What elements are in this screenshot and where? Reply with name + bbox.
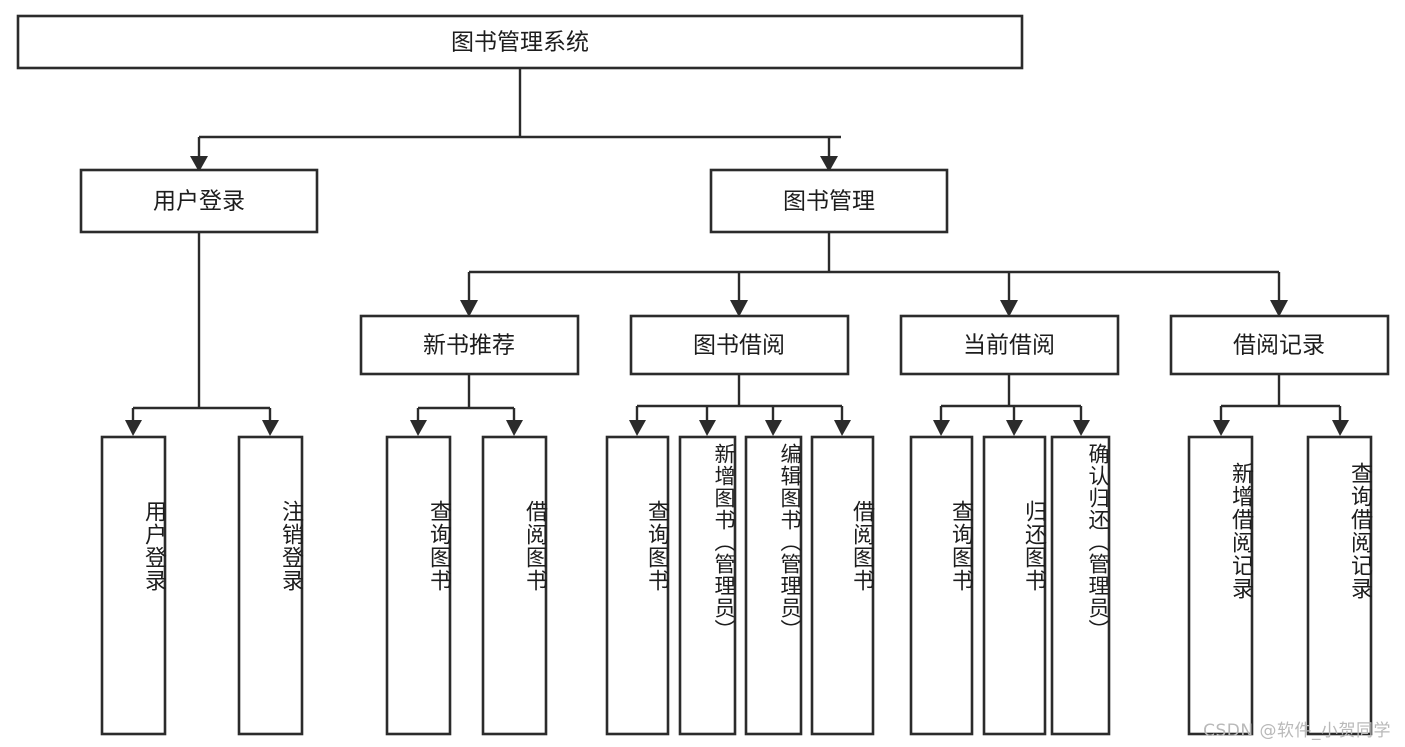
connectors-book-manage-to-level3 — [460, 232, 1288, 317]
arrowhead-new-book-rec — [460, 300, 478, 317]
arrowhead-leaf-cb-return-book — [1006, 420, 1023, 436]
arrowhead-user-login — [190, 156, 208, 172]
leaf-bb-query-book-box[interactable] — [605, 435, 670, 736]
node-new-book-rec[interactable]: 新书推荐 — [359, 314, 580, 376]
node-borrow-record-label: 借阅记录 — [1233, 333, 1325, 359]
leaf-logout-box[interactable] — [237, 435, 304, 736]
node-user-login-label: 用户登录 — [153, 189, 245, 215]
arrowhead-borrow-record — [1270, 300, 1288, 317]
arrowhead-current-borrow — [1000, 300, 1018, 317]
node-current-borrow[interactable]: 当前借阅 — [899, 314, 1120, 376]
connectors-user-login-to-leaves — [125, 232, 279, 436]
leaf-bb-borrow-book-box[interactable] — [810, 435, 875, 736]
arrowhead-leaf-bb-query-book — [629, 420, 646, 436]
arrowhead-leaf-bb-add-book — [699, 420, 716, 436]
leaf-cb-confirm-return-box[interactable] — [1050, 435, 1111, 736]
connectors-root-to-level2 — [190, 68, 841, 172]
leaf-bb-edit-book-box[interactable] — [744, 435, 803, 736]
arrowhead-leaf-user-login — [125, 420, 142, 436]
connectors-book-borrow-to-leaves — [629, 374, 851, 436]
node-book-borrow[interactable]: 图书借阅 — [629, 314, 850, 376]
node-new-book-rec-box[interactable] — [359, 314, 580, 376]
leaf-user-login-box[interactable] — [100, 435, 167, 736]
leaf-br-add-record-box[interactable] — [1187, 435, 1254, 736]
leaf-rec-query-book-box[interactable] — [385, 435, 452, 736]
arrowhead-leaf-cb-confirm-return — [1073, 420, 1090, 436]
arrowhead-leaf-br-query-record — [1332, 420, 1349, 436]
leaf-cb-return-book-box[interactable] — [982, 435, 1047, 736]
leaf-cb-query-book-box[interactable] — [909, 435, 974, 736]
arrowhead-leaf-bb-borrow-book — [834, 420, 851, 436]
node-book-borrow-label: 图书借阅 — [693, 333, 785, 359]
leaf-rec-borrow-book-box[interactable] — [481, 435, 548, 736]
node-book-manage-box[interactable] — [709, 168, 949, 234]
node-book-manage[interactable]: 图书管理 — [709, 168, 949, 234]
node-root[interactable]: 图书管理系统 — [16, 14, 1024, 70]
node-root-box[interactable] — [16, 14, 1024, 70]
arrowhead-leaf-bb-edit-book — [765, 420, 782, 436]
connectors-new-book-rec-to-leaves — [410, 374, 523, 436]
node-current-borrow-label: 当前借阅 — [963, 333, 1055, 359]
arrowhead-leaf-rec-borrow-book — [506, 420, 523, 436]
arrowhead-book-borrow — [730, 300, 748, 317]
node-new-book-rec-label: 新书推荐 — [423, 333, 515, 359]
csdn-watermark: CSDN @软件_小贺同学 — [1203, 721, 1391, 741]
node-borrow-record[interactable]: 借阅记录 — [1169, 314, 1390, 376]
node-root-label: 图书管理系统 — [451, 30, 589, 56]
arrowhead-leaf-rec-query-book — [410, 420, 427, 436]
node-user-login[interactable]: 用户登录 — [79, 168, 319, 234]
connectors-borrow-record-to-leaves — [1213, 374, 1349, 436]
leaf-boxes — [100, 435, 1373, 736]
arrowhead-leaf-logout — [262, 420, 279, 436]
arrowhead-leaf-cb-query-book — [933, 420, 950, 436]
node-current-borrow-box[interactable] — [899, 314, 1120, 376]
node-book-manage-label: 图书管理 — [783, 189, 875, 215]
leaf-bb-add-book-box[interactable] — [678, 435, 737, 736]
arrowhead-leaf-br-add-record — [1213, 420, 1230, 436]
node-borrow-record-box[interactable] — [1169, 314, 1390, 376]
node-book-borrow-box[interactable] — [629, 314, 850, 376]
connectors-current-borrow-to-leaves — [933, 374, 1090, 436]
leaf-br-query-record-box[interactable] — [1306, 435, 1373, 736]
arrowhead-book-manage — [820, 156, 838, 172]
node-user-login-box[interactable] — [79, 168, 319, 234]
